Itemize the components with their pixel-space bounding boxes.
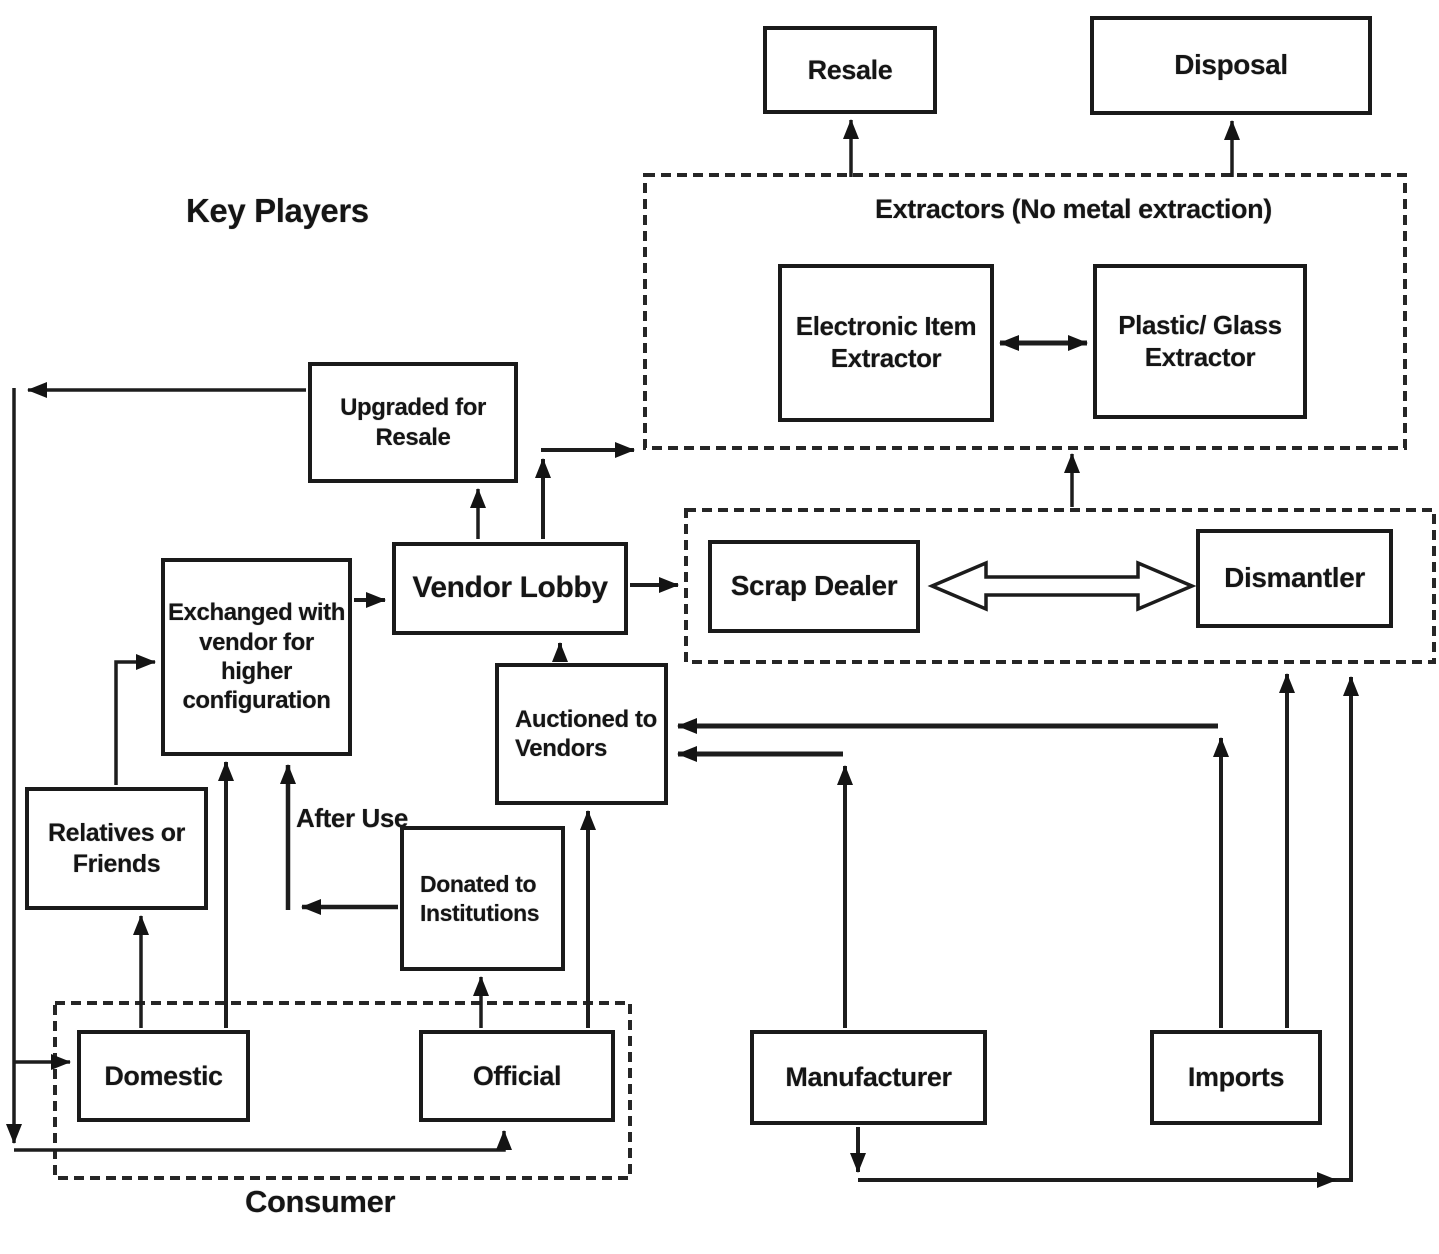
node-dismantler: Dismantler [1196, 529, 1393, 628]
node-scrap-dealer-label: Scrap Dealer [730, 570, 898, 602]
extractors-group-border [643, 173, 1407, 450]
node-domestic-label: Domestic [104, 1060, 223, 1091]
node-official-label: Official [472, 1060, 562, 1091]
node-plastic-glass-extractor-label: Plastic/ Glass Extractor [1118, 309, 1282, 372]
after-use-edge-label: After Use [296, 803, 408, 833]
node-auctioned-to-vendors: Auctioned to Vendors [495, 663, 668, 805]
node-resale-label: Resale [807, 54, 893, 85]
arrow-scrapdealer-dismantler-hollow [927, 560, 1197, 612]
arrow-left-to-official [14, 1130, 512, 1152]
node-disposal-label: Disposal [1174, 49, 1288, 81]
node-vendor-lobby: Vendor Lobby [392, 542, 628, 635]
node-electronic-item-extractor: Electronic Item Extractor [778, 264, 994, 422]
node-plastic-glass-extractor: Plastic/ Glass Extractor [1093, 264, 1307, 419]
node-resale: Resale [763, 26, 937, 114]
node-manufacturer: Manufacturer [750, 1030, 987, 1125]
node-exchanged-with-vendor: Exchanged with vendor for higher configu… [161, 558, 352, 756]
extractors-group-title: Extractors (No metal extraction) [875, 194, 1272, 224]
node-upgraded-for-resale: Upgraded for Resale [308, 362, 518, 483]
node-vendor-lobby-label: Vendor Lobby [412, 571, 608, 605]
consumer-group-border [53, 1001, 632, 1180]
node-relatives-or-friends-label: Relatives or Friends [48, 819, 185, 878]
node-manufacturer-label: Manufacturer [785, 1062, 952, 1093]
node-donated-to-institutions-label: Donated to Institutions [420, 871, 540, 926]
node-imports: Imports [1150, 1030, 1322, 1125]
node-domestic: Domestic [77, 1030, 250, 1122]
node-electronic-item-extractor-label: Electronic Item Extractor [795, 311, 977, 373]
arrow-bottom-to-dismantlergroup [858, 676, 1359, 1182]
arrow-relatives-to-exchanged [114, 654, 156, 785]
node-scrap-dealer: Scrap Dealer [708, 540, 920, 633]
node-dismantler-label: Dismantler [1224, 562, 1365, 594]
scrap-dismantler-group-border [684, 508, 1436, 664]
node-auctioned-to-vendors-label: Auctioned to Vendors [515, 705, 657, 762]
node-exchanged-with-vendor-label: Exchanged with vendor for higher configu… [167, 599, 346, 715]
node-donated-to-institutions: Donated to Institutions [400, 826, 565, 971]
node-official: Official [419, 1030, 615, 1122]
node-imports-label: Imports [1187, 1062, 1285, 1093]
node-relatives-or-friends: Relatives or Friends [25, 787, 208, 910]
node-disposal: Disposal [1090, 16, 1372, 115]
key-players-heading: Key Players [186, 192, 369, 229]
node-upgraded-for-resale-label: Upgraded for Resale [340, 394, 486, 451]
consumer-group-title: Consumer [245, 1184, 396, 1219]
